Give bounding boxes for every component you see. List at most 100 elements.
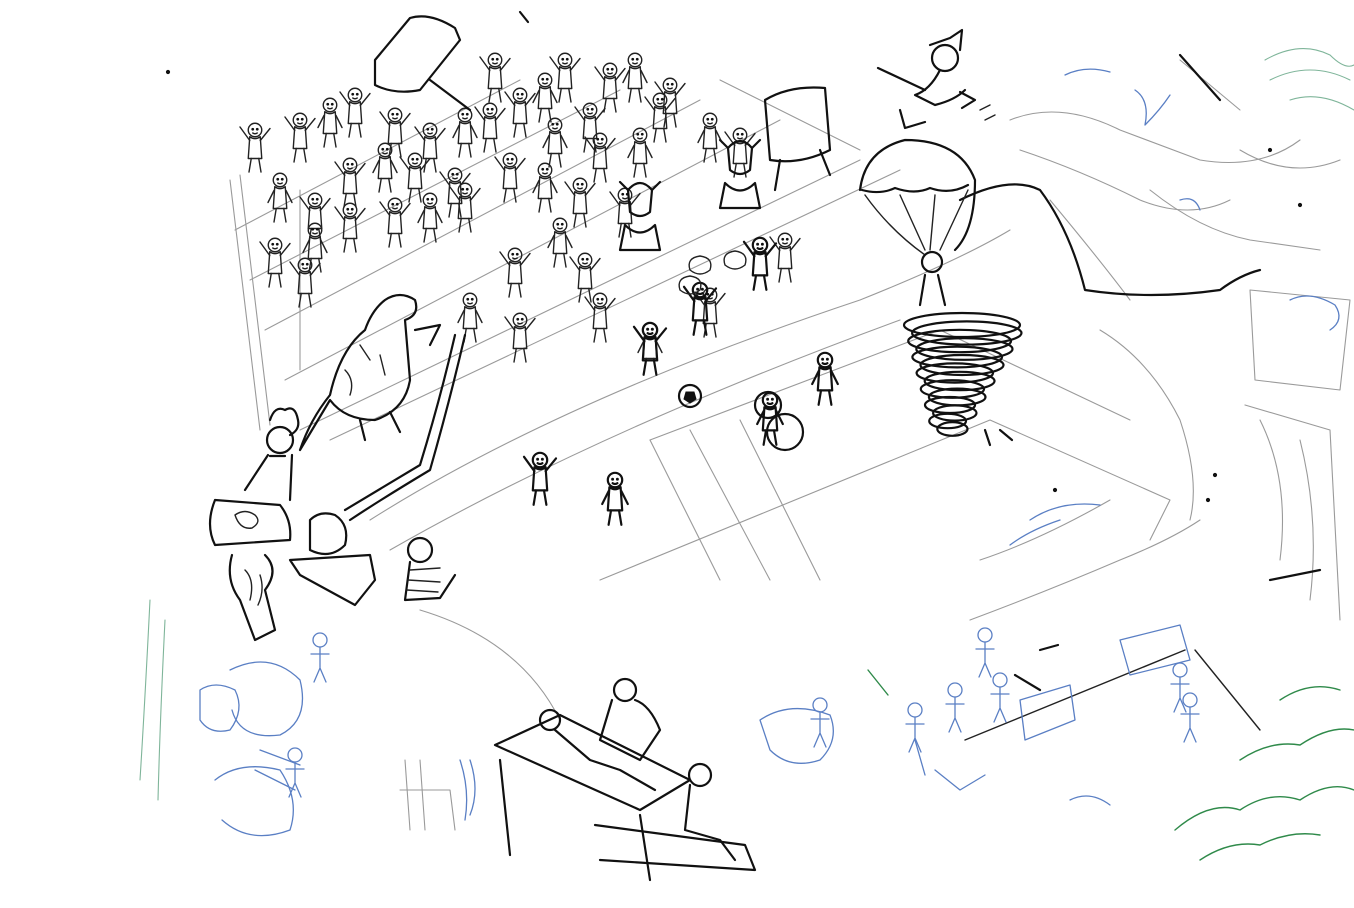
crowd [239,52,801,373]
field-person [811,351,839,406]
crowd-person [549,52,581,103]
crowd-person [564,177,596,228]
crowd-person [452,107,478,158]
crowd-person [547,217,573,268]
hose [343,333,467,522]
crowd-person [532,72,558,123]
field-person [742,236,778,291]
pencil-chairs-bottom-left [399,759,468,831]
crowd-person [399,152,431,203]
dragon [298,293,442,452]
field-figures [522,236,839,526]
tornado [902,311,1023,447]
blue-sketch-structure [469,759,476,816]
blue-sketch-person [1180,692,1200,743]
blue-sketch-structure [1019,684,1076,741]
blue-sketch-structure [759,707,834,764]
crowd-person [414,122,446,173]
pompom [688,255,712,275]
crowd-person [474,102,506,153]
crowd-person [594,62,626,113]
crowd-person [569,252,601,303]
crowd-person [584,132,616,183]
pompom [678,275,702,295]
animal-head [718,138,762,210]
blue-sketch-structure [1179,198,1201,211]
soccer-ball [677,383,703,409]
crowd-person [267,172,293,223]
crowd-person [532,162,558,213]
blue-sketch-structure [1069,795,1111,806]
crowd-person [449,182,481,233]
kettle-on-cart [288,512,377,607]
pompom [723,250,747,270]
blue-sketch-structure [934,769,986,791]
crowd-person [499,247,531,298]
blue-pencil-sketches [199,68,1340,837]
animal-head [618,180,662,252]
chef-figure [243,407,300,502]
blue-sketch-structure [914,739,926,776]
crowd-person [479,52,511,103]
wrapped-mummy [403,536,457,602]
field-boundary [958,53,1322,741]
blue-sketch-structure [1119,624,1191,676]
crowd-person [417,192,443,243]
crowd-person [334,157,366,208]
easel-board [763,86,832,192]
field-person [601,471,629,526]
crowd-person [299,192,331,243]
blue-sketch-structure [1064,68,1171,126]
held-up-sign [373,15,472,112]
crowd-person [769,232,801,283]
crowd-person [439,167,471,218]
crowd-person [504,312,536,363]
crowd-person [627,127,653,178]
blue-sketch-person [990,672,1010,723]
crowd-person [637,322,663,373]
field-person [522,451,558,506]
crowd-person [339,87,371,138]
blue-sketch-person [905,702,925,753]
crowd-person [457,292,483,343]
crowd-person [259,237,291,288]
crowd-person [379,197,411,248]
crowd-person [317,97,343,148]
crowd-person [494,152,526,203]
field-person [632,321,668,376]
blue-sketch-structure [1009,503,1101,546]
crowd-person [584,292,616,343]
crowd-person [504,87,536,138]
crowd-person [289,257,321,308]
blue-sketch-structure [229,661,304,737]
blue-sketch-person [975,627,995,678]
crowd-person [239,122,271,173]
bear-figure [753,390,805,452]
crowd-person [654,77,686,128]
crowd-person [372,142,398,193]
crowd-person [284,112,316,163]
serving-table [208,498,292,642]
crowd-person [302,222,328,273]
stray-marks [165,10,1303,692]
crowd-person [644,92,676,143]
crowd-person [622,52,648,103]
blue-sketch-person [310,632,330,683]
blue-sketch-person [810,697,830,748]
crowd-person [334,202,366,253]
parachute [858,138,977,307]
crowd-person [379,107,411,158]
green-pencil-hills [139,48,1354,861]
crowd-person [542,117,568,168]
pencil-background-right [969,59,1351,621]
blue-sketch-structure [254,749,301,791]
blue-sketch-structure [214,766,294,837]
desk [493,677,757,882]
witch-on-broom [876,28,996,130]
crowd-person [697,112,723,163]
bleachers [229,79,901,441]
blue-sketch-person [285,747,305,798]
blue-sketch-person [945,682,965,733]
